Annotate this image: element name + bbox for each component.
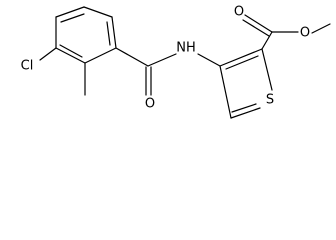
- chemical-structure-diagram: Cl O NH S O O: [21, 5, 331, 119]
- thiophene-ring: [219, 48, 273, 119]
- bond: [261, 48, 273, 91]
- bond-ring-to-carbonyl: [115, 47, 149, 67]
- bond-nitrogen-to-thiophene: [197, 53, 221, 67]
- bond: [219, 65, 232, 119]
- aromatic-double-bond: [231, 103, 257, 113]
- aromatic-double-bond: [59, 44, 83, 58]
- amide-nitrogen-label: NH: [176, 41, 196, 56]
- chlorine-label: Cl: [21, 59, 34, 74]
- bond-ring-to-ester-carbon: [261, 31, 273, 50]
- bond: [111, 16, 117, 49]
- ester-carbonyl-bond: [244, 14, 273, 33]
- ester-carbonyl-oxygen-label: O: [234, 5, 244, 20]
- thiophene-sulfur-label: S: [266, 93, 274, 108]
- benzene-ring: [55, 6, 117, 64]
- aromatic-double-bond: [225, 55, 259, 70]
- bond: [83, 6, 113, 18]
- bond: [219, 48, 263, 67]
- bond: [55, 6, 85, 18]
- bond: [230, 107, 261, 119]
- bond: [55, 47, 86, 64]
- ester-carbonyl-double-bond: [242, 19, 270, 37]
- bond-to-chlorine: [39, 47, 57, 61]
- aromatic-double-bond: [60, 13, 85, 23]
- amide-oxygen-label: O: [145, 97, 155, 112]
- bond-carbonyl-to-nitrogen: [147, 53, 177, 67]
- aromatic-double-bond: [106, 21, 111, 46]
- bond: [84, 47, 117, 64]
- ester-methyl-bond: [311, 23, 331, 34]
- ester-ether-oxygen-label: O: [300, 26, 310, 41]
